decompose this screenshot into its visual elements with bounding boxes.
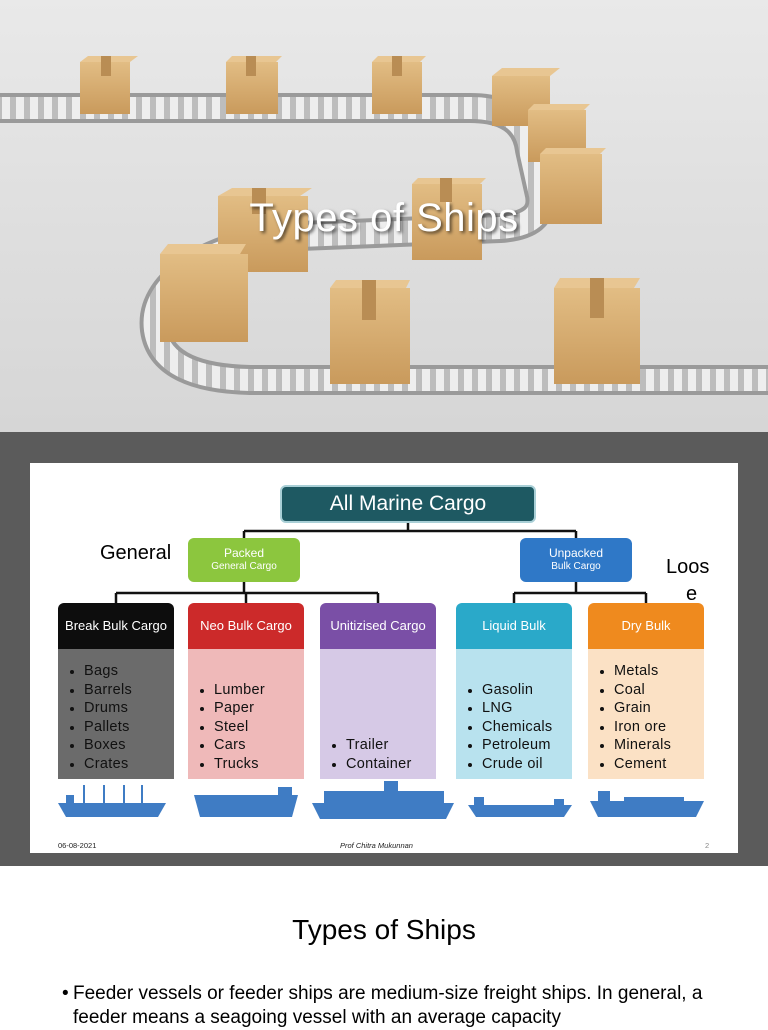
category-label: Unitizised Cargo: [330, 618, 426, 633]
category-label: Break Bulk Cargo: [65, 618, 167, 633]
root-label: All Marine Cargo: [329, 492, 487, 515]
bulk-carrier-icon: [590, 791, 704, 817]
general-cargo-ship-icon: [58, 785, 166, 817]
ship-silhouettes: [58, 781, 704, 819]
list-item: Lumber: [214, 681, 304, 700]
bullet-point: • Feeder vessels or feeder ships are med…: [62, 982, 722, 1030]
list-item: Container: [346, 755, 436, 774]
packed-label: Packed: [223, 546, 265, 560]
list-item: Metals: [614, 662, 704, 681]
cardboard-box: [80, 56, 138, 114]
list-item: Steel: [214, 718, 304, 737]
loose-label: Loos e: [666, 554, 709, 608]
tanker-ship-icon: [468, 797, 572, 817]
dry-bulk-list: Metals Coal Grain Iron ore Minerals Ceme…: [588, 649, 704, 779]
bullet-icon: •: [62, 983, 69, 1004]
liquid-bulk-header: Liquid Bulk: [456, 603, 572, 649]
list-item: Boxes: [84, 736, 174, 755]
list-item: Coal: [614, 681, 704, 700]
unpacked-sub-label: Bulk Cargo: [551, 561, 601, 572]
list-item: Trucks: [214, 755, 304, 774]
list-item: Pallets: [84, 718, 174, 737]
category-label: Neo Bulk Cargo: [200, 618, 292, 633]
list-item: Cars: [214, 736, 304, 755]
list-item: Iron ore: [614, 718, 704, 737]
list-item: Minerals: [614, 736, 704, 755]
cardboard-box: [226, 56, 282, 114]
loose-label-line2: e: [686, 583, 698, 605]
list-item: Bags: [84, 662, 174, 681]
list-item: Cement: [614, 755, 704, 774]
list-item: Grain: [614, 699, 704, 718]
category-label: Dry Bulk: [621, 618, 671, 633]
unpacked-label: Unpacked: [548, 546, 604, 560]
footer-date: 06-08-2021: [58, 841, 97, 850]
list-item: Drums: [84, 699, 174, 718]
title-slide: Types of Ships: [0, 0, 768, 432]
neo-bulk-list: Lumber Paper Steel Cars Trucks: [188, 649, 304, 779]
cardboard-box: [554, 278, 640, 384]
footer-page-number: 2: [705, 841, 710, 850]
liquid-bulk-list: Gasolin LNG Chemicals Petroleum Crude oi…: [456, 649, 572, 779]
cargo-chart-slide: All Marine Cargo Packed General Cargo Un…: [0, 432, 768, 866]
unitized-list: Trailer Container: [320, 649, 436, 779]
list-item: Trailer: [346, 736, 436, 755]
cardboard-box: [160, 244, 248, 342]
break-bulk-list: Bags Barrels Drums Pallets Boxes Crates: [58, 649, 174, 779]
conveyor-illustration: [0, 56, 768, 395]
bullet-text: Feeder vessels or feeder ships are mediu…: [73, 983, 703, 1028]
category-label: Liquid Bulk: [482, 618, 546, 633]
list-item: Petroleum: [482, 736, 572, 755]
list-item: Crates: [84, 755, 174, 774]
cardboard-box: [330, 280, 410, 384]
unpacked-box: Unpacked Bulk Cargo: [520, 538, 632, 582]
all-marine-cargo-box: All Marine Cargo: [280, 485, 536, 523]
list-item: Chemicals: [482, 718, 572, 737]
list-item: LNG: [482, 699, 572, 718]
types-of-ships-slide: Types of Ships • Feeder vessels or feede…: [0, 866, 768, 1028]
cardboard-box: [540, 148, 606, 224]
cardboard-box: [412, 178, 486, 260]
list-item: Barrels: [84, 681, 174, 700]
dry-bulk-header: Dry Bulk: [588, 603, 704, 649]
cargo-diagram: All Marine Cargo Packed General Cargo Un…: [30, 463, 738, 853]
packed-sub-label: General Cargo: [211, 561, 277, 572]
list-item: Crude oil: [482, 755, 572, 774]
neo-bulk-header: Neo Bulk Cargo: [188, 603, 304, 649]
unitized-header: Unitizised Cargo: [320, 603, 436, 649]
cardboard-box: [372, 56, 426, 114]
general-label: General: [100, 542, 172, 564]
footer-author: Prof Chitra Mukunnan: [340, 841, 413, 850]
loose-label-line1: Loos: [666, 556, 710, 578]
list-item: Gasolin: [482, 681, 572, 700]
container-ship-icon: [312, 781, 454, 819]
slide-title: Types of Ships: [249, 196, 519, 240]
connector-lines: [114, 523, 648, 603]
slide-title: Types of Ships: [292, 914, 476, 945]
packed-box: Packed General Cargo: [188, 538, 300, 582]
list-item: Paper: [214, 699, 304, 718]
break-bulk-header: Break Bulk Cargo: [58, 603, 174, 649]
ro-ro-ship-icon: [194, 787, 298, 817]
